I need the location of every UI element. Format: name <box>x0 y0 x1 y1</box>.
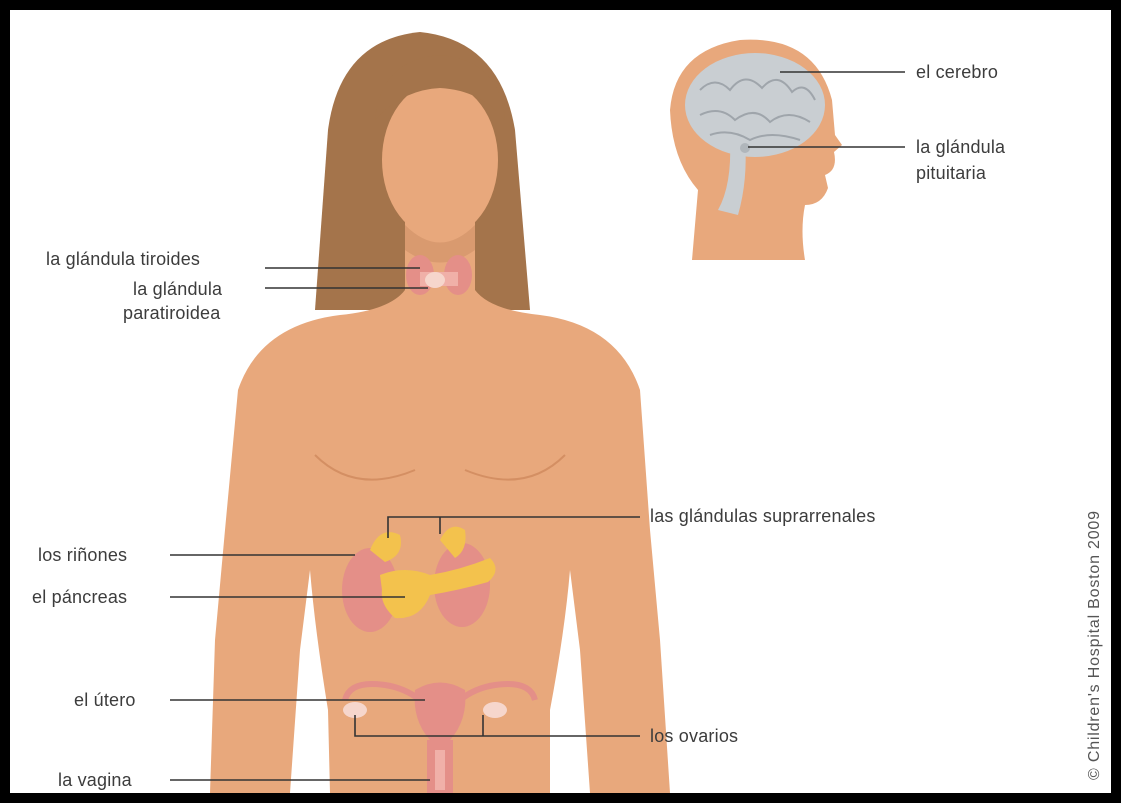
endocrine-illustration <box>10 10 1111 793</box>
vagina-highlight <box>435 750 445 790</box>
pituitary-gland <box>740 143 750 153</box>
label-vagina: la vagina <box>58 769 132 791</box>
label-thyroid: la glándula tiroides <box>46 248 200 270</box>
copyright-text: © Children's Hospital Boston 2009 <box>1086 510 1104 780</box>
diagram-canvas: el cerebro la glándula pituitaria la glá… <box>10 10 1111 793</box>
label-pituitary-line1: la glándula <box>916 136 1005 158</box>
right-ovary <box>483 702 507 718</box>
label-parathyroid-line2: paratiroidea <box>123 302 220 324</box>
parathyroid <box>425 272 445 288</box>
face <box>382 82 498 238</box>
label-uterus: el útero <box>74 689 136 711</box>
brain-shape <box>685 53 825 157</box>
label-pancreas: el páncreas <box>32 586 127 608</box>
label-brain: el cerebro <box>916 61 998 83</box>
label-adrenal: las glándulas suprarrenales <box>650 505 876 527</box>
label-parathyroid-line1: la glándula <box>133 278 222 300</box>
label-kidneys: los riñones <box>38 544 127 566</box>
label-pituitary-line2: pituitaria <box>916 162 986 184</box>
label-ovaries: los ovarios <box>650 725 738 747</box>
